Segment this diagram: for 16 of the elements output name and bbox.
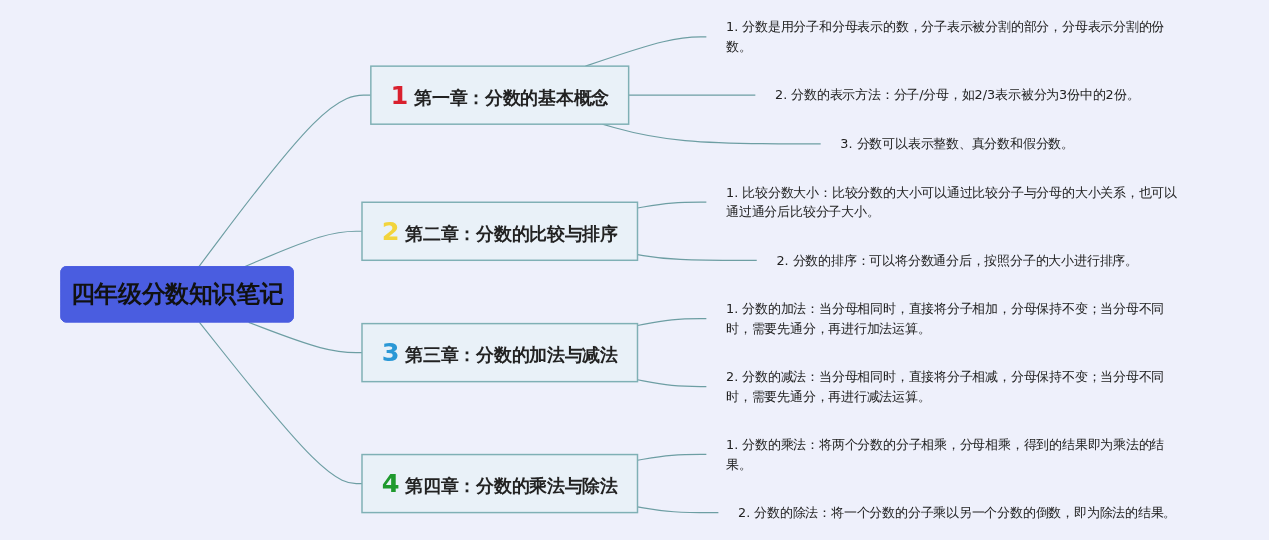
node-text: 1. 分数的乘法：将两个分数的分子相乘，分母相乘，得到的结果即为乘法的结果。 <box>726 437 1165 472</box>
connector <box>636 379 707 388</box>
node-text: 3. 分数可以表示整数、真分数和假分数。 <box>840 136 1074 151</box>
node-text: 2. 分数的表示方法：分子/分母，如2/3表示被分为3份中的2份。 <box>775 87 1140 103</box>
node-text: 1. 分数是用分子和分母表示的数，分子表示被分割的部分，分母表示分割的份数。 <box>726 19 1165 54</box>
node-box: 3 第三章：分数的加法与减法 <box>361 322 639 383</box>
node-box: 2 第二章：分数的比较与排序 <box>361 201 639 262</box>
node-box: 4 第四章：分数的乘法与除法 <box>361 453 639 514</box>
connector <box>628 94 756 96</box>
node-text: 1. 比较分数大小：比较分数的大小可以通过比较分子与分母的大小关系，也可以通过通分后比较分子大小。 <box>726 184 1178 219</box>
node-text: 2. 分数的除法：将一个分数的分子乘以另一个分数的倒数，即为除法的结果。 <box>738 505 1177 520</box>
node-text: 2. 分数的排序：可以将分数通分后，按照分子的大小进行排序。 <box>776 252 1138 268</box>
node-text: 1. 分数的加法：当分母相同时，直接将分子相加，分母保持不变；当分母不同时，需要先通分，再进行加法运算。 <box>726 301 1165 336</box>
node-box: 1 第一章：分数的基本概念 <box>370 65 630 125</box>
connector <box>636 318 707 327</box>
node-text: 2. 分数的减法：当分母相同时，直接将分子相减，分母保持不变；当分母不同时，需要先通分，再进行减法运算。 <box>726 369 1165 404</box>
